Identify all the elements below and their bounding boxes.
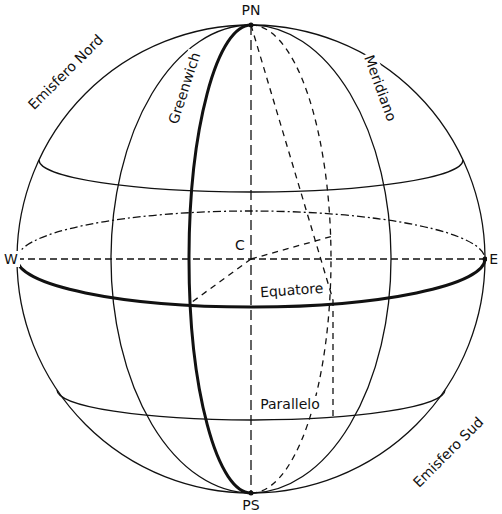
point-label: E (487, 251, 500, 267)
centre-label: C (233, 237, 247, 253)
radius-line (251, 236, 333, 259)
pole-dot (249, 23, 254, 28)
pole-dot (249, 491, 254, 496)
equator-label: Equatore (258, 280, 326, 301)
back-meridian (251, 25, 331, 493)
greenwich-meridian (189, 25, 251, 493)
globe-outline (17, 25, 485, 493)
pole-label: PS (240, 497, 261, 513)
hemisphere-label: Emisfero Sud (408, 412, 487, 491)
pole-label: PN (240, 2, 263, 18)
meridian-label: Greenwich (164, 48, 203, 127)
hemisphere-label: Emisfero Nord (24, 30, 108, 114)
radius-line (251, 25, 333, 300)
point-label: W (2, 251, 20, 267)
radius-line (332, 300, 333, 419)
meridian-label: Meridiano (361, 51, 401, 125)
parallel-label: Parallelo (258, 396, 322, 412)
radius-line (192, 259, 251, 302)
equator-line (17, 259, 485, 307)
